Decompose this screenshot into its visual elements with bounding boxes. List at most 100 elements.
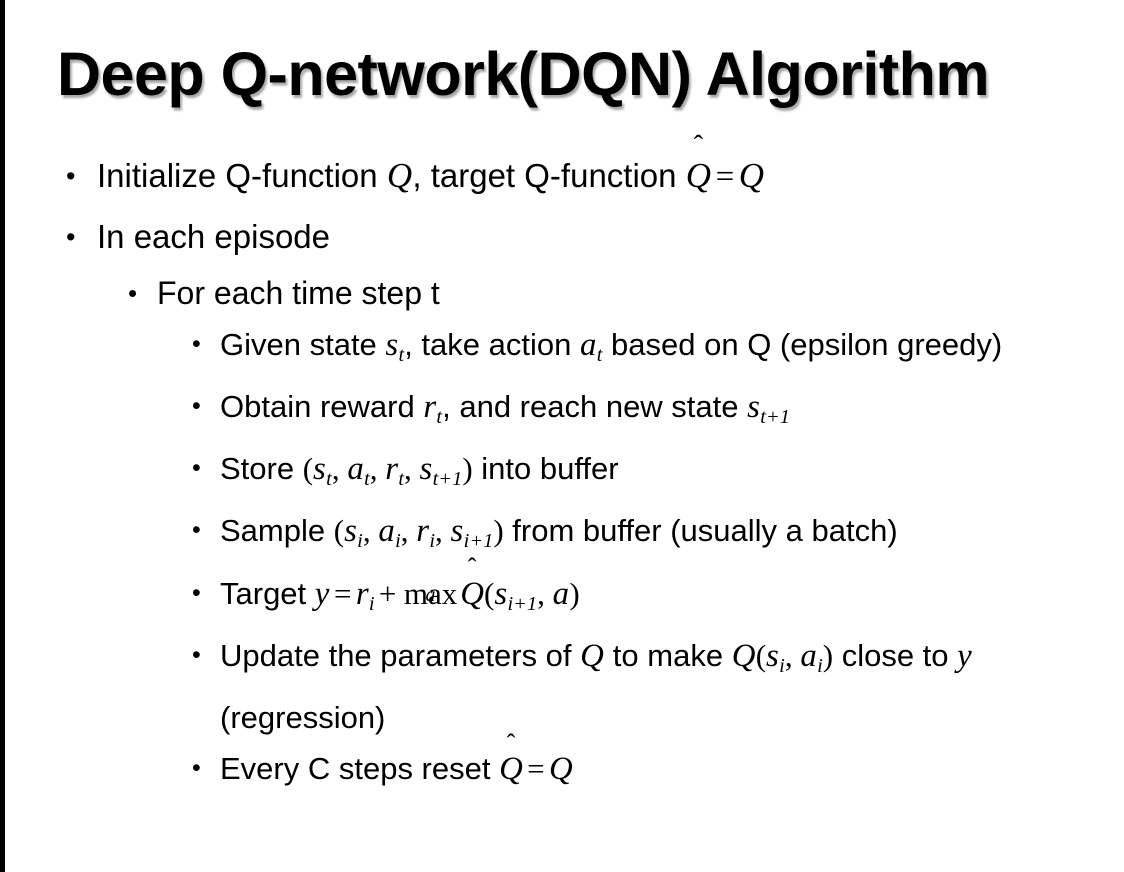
text-segment: from buffer (usually a batch) (503, 513, 898, 549)
bullet-text: Initialize Q-function Q, target Q-functi… (97, 146, 1124, 207)
math-subscript-i: i (429, 530, 436, 553)
math-subscript-t: t (364, 468, 370, 491)
math-var-r: r (385, 451, 399, 488)
math-paren-close: ) (569, 575, 580, 611)
math-paren-open: ( (302, 451, 314, 487)
math-q-hat: Q̂ (460, 569, 484, 620)
math-var-a: a (378, 513, 396, 550)
bullet-marker-icon: • (192, 516, 201, 545)
math-comma: , (369, 451, 386, 487)
math-plus: + (378, 575, 397, 611)
bullet-in-each-episode: • In each episode (0, 207, 1124, 267)
bullet-marker-icon: • (192, 330, 201, 358)
bullet-initialize-q-function: • Initialize Q-function Q, target Q-func… (0, 146, 1124, 207)
math-paren-open: ( (333, 513, 345, 549)
page-title: Deep Q-network(DQN) Algorithm (57, 40, 990, 108)
text-segment: Initialize Q-function (97, 157, 387, 194)
math-subscript-t: t (436, 406, 443, 429)
math-q-hat-base: Q (460, 575, 485, 612)
math-var-s: s (747, 389, 761, 426)
math-max-label: max (403, 575, 458, 611)
bullet-text: Every C steps reset Q̂=Q (220, 743, 1096, 795)
text-segment: Update the parameters of (220, 637, 581, 673)
text-segment: Sample (220, 513, 334, 549)
math-var-y: y (957, 637, 973, 674)
math-paren-close: ) (462, 451, 473, 487)
math-var-q2: Q (738, 156, 765, 195)
bullet-text: Given state st, take action at based on … (220, 319, 1096, 381)
math-comma: , (435, 513, 451, 549)
bullet-every-c-steps-reset: • Every C steps reset Q̂=Q (0, 743, 1124, 795)
math-subscript-t-plus-1: t+1 (760, 406, 790, 429)
math-subscript-t: t (398, 468, 405, 491)
bullet-obtain-reward: • Obtain reward rt, and reach new state … (0, 381, 1124, 443)
math-paren-close: ) (493, 513, 504, 549)
math-comma: , (784, 637, 801, 673)
math-var-s: s (344, 513, 358, 550)
text-segment: to make (604, 637, 732, 673)
bullet-update-parameters: • Update the parameters of Q to make Q(s… (0, 630, 1124, 743)
math-var-q2: Q (731, 637, 756, 674)
text-segment: close to (833, 637, 958, 673)
math-subscript-t: t (596, 344, 603, 367)
math-var-y: y (314, 575, 330, 612)
text-segment: based on Q (epsilon greedy) (602, 327, 1003, 362)
math-subscript-t: t (398, 344, 405, 367)
math-q-hat: Q̂ (686, 146, 711, 206)
bullet-text: Update the parameters of Q to make Q(si,… (220, 630, 1096, 743)
bullet-for-each-time-step: • For each time step t (0, 267, 1124, 319)
math-equals: = (334, 575, 352, 611)
math-subscript-i-plus-1: i+1 (463, 530, 494, 553)
math-var-a: a (347, 451, 365, 488)
bullet-store-into-buffer: • Store (st, at, rt, st+1) into buffer (0, 443, 1124, 505)
bullet-text: Store (st, at, rt, st+1) into buffer (220, 443, 1096, 505)
bullet-marker-icon: • (66, 222, 76, 252)
bullet-marker-icon: • (66, 161, 76, 191)
math-subscript-i: i (817, 654, 823, 677)
text-segment: , take action (404, 327, 580, 362)
text-segment: , target Q-function (412, 157, 686, 194)
math-subscript-i: i (779, 654, 785, 677)
bullet-text: Obtain reward rt, and reach new state st… (220, 381, 1096, 443)
math-var-q: Q (580, 637, 605, 674)
bullet-marker-icon: • (192, 392, 201, 421)
text-segment: , and reach new state (442, 389, 748, 425)
text-segment: (regression) (220, 699, 386, 735)
bullet-given-state-take-action: • Given state st, take action at based o… (0, 319, 1124, 381)
math-equals: = (527, 750, 545, 786)
math-var-a: a (579, 327, 597, 363)
bullet-marker-icon: • (192, 640, 201, 669)
bullet-marker-icon: • (192, 753, 201, 782)
math-var-s2: s (450, 513, 464, 550)
math-equals: = (715, 159, 735, 195)
math-q-hat: Q̂ (499, 744, 523, 795)
algorithm-bullet-list: • Initialize Q-function Q, target Q-func… (0, 146, 1124, 795)
text-segment: Given state (220, 327, 386, 362)
math-var-a: a (552, 575, 570, 612)
math-subscript-i: i (368, 592, 375, 615)
math-var-a: a (800, 637, 818, 674)
math-comma: , (331, 451, 348, 487)
math-comma: , (537, 575, 553, 611)
math-var-q: Q (548, 750, 573, 787)
math-subscript-t: t (326, 468, 332, 491)
bullet-marker-icon: • (192, 454, 201, 483)
math-subscript-i: i (357, 530, 363, 553)
bullet-text: For each time step t (157, 275, 440, 311)
bullet-sample-from-buffer: • Sample (si, ai, ri, si+1) from buffer … (0, 505, 1124, 567)
math-var-s: s (385, 327, 399, 363)
math-var-q: Q (386, 156, 413, 195)
math-var-s: s (494, 575, 508, 612)
text-segment: into buffer (472, 451, 619, 487)
math-paren-close: ) (822, 637, 834, 673)
math-var-r: r (416, 513, 430, 550)
math-var-s: s (313, 451, 327, 488)
text-segment: Target (220, 575, 315, 611)
slide-left-edge-bar (0, 0, 5, 872)
math-comma: , (404, 451, 420, 487)
math-var-r: r (355, 575, 369, 612)
